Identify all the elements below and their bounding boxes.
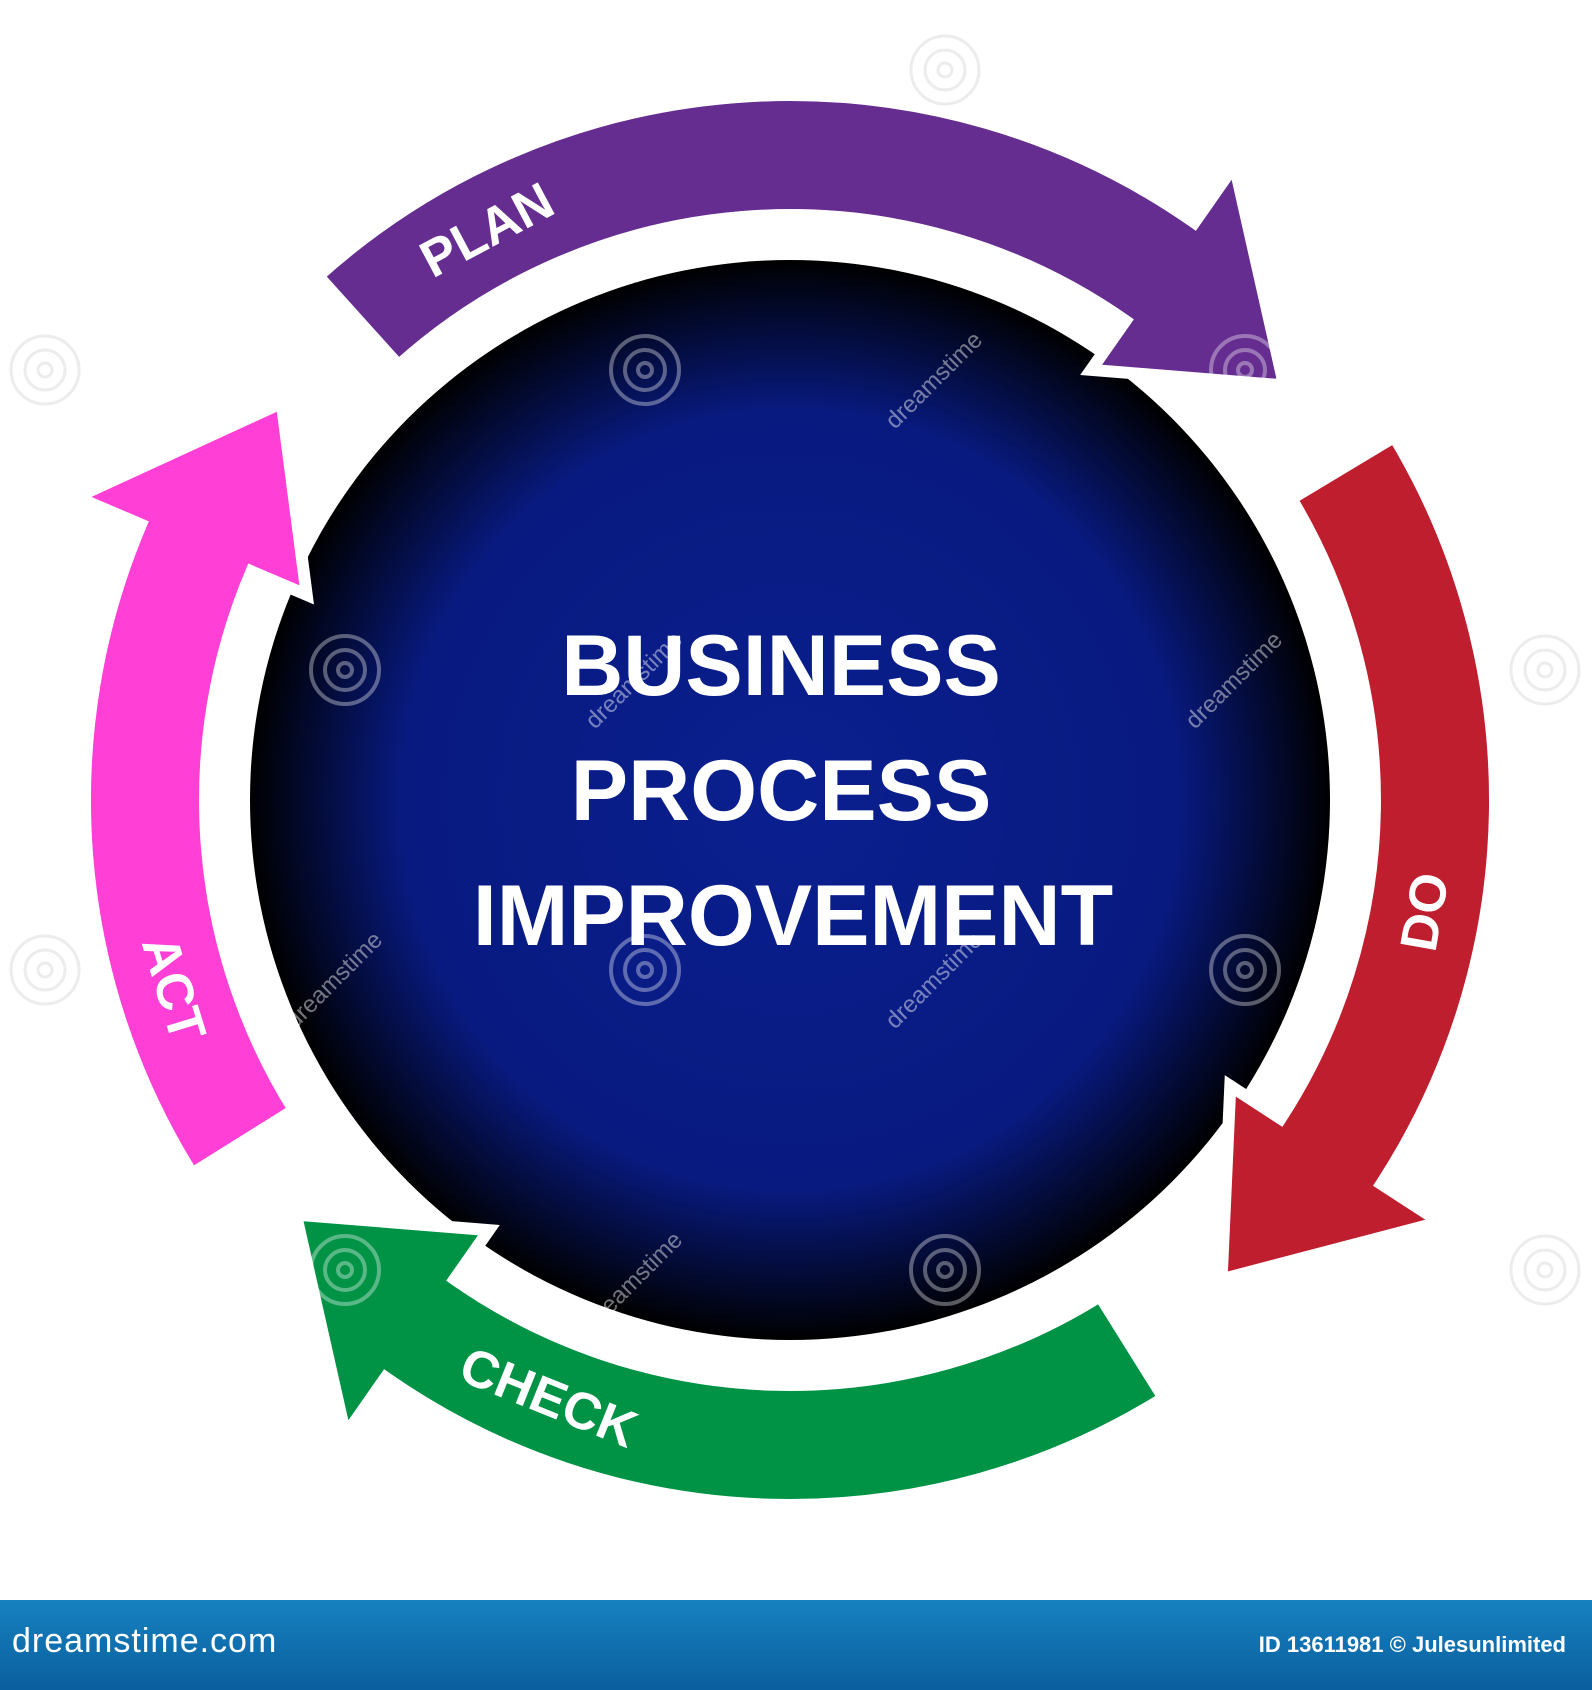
center-circle <box>250 260 1330 1340</box>
watermark-spiral-icon <box>609 934 681 1006</box>
watermark-spiral-icon <box>909 1234 981 1306</box>
watermark-spiral-icon <box>9 334 81 406</box>
watermark-spiral-icon <box>1209 334 1281 406</box>
watermark-spiral-icon <box>309 634 381 706</box>
center-title: BUSINESS PROCESS IMPROVEMENT <box>473 618 1113 964</box>
cycle-arrows <box>61 89 1501 1512</box>
act-arrow <box>61 394 315 1182</box>
center-title-line-2: PROCESS <box>571 743 992 839</box>
plan-arrow <box>309 89 1292 393</box>
footer-brand-text: dreamstime.com <box>12 1622 278 1660</box>
watermark-spiral-icon <box>909 34 981 106</box>
check-arrow <box>288 1207 1172 1512</box>
do-arrow <box>1215 428 1501 1288</box>
watermark-spiral-icon <box>309 1234 381 1306</box>
footer-bar: dreamstime.com ID 13611981 © Julesunlimi… <box>0 1600 1592 1690</box>
watermark-spiral-icon <box>9 934 81 1006</box>
do-label: DO <box>1390 869 1461 956</box>
watermark-spiral-icon <box>1209 934 1281 1006</box>
watermark-spiral-icon <box>609 334 681 406</box>
footer-image-id: ID 13611981 © Julesunlimited <box>1258 1632 1566 1657</box>
center-title-line-3: IMPROVEMENT <box>473 868 1113 964</box>
watermark-spiral-icon <box>1509 634 1581 706</box>
watermark-spiral-icon <box>1509 1234 1581 1306</box>
center-title-line-1: BUSINESS <box>561 618 1001 714</box>
